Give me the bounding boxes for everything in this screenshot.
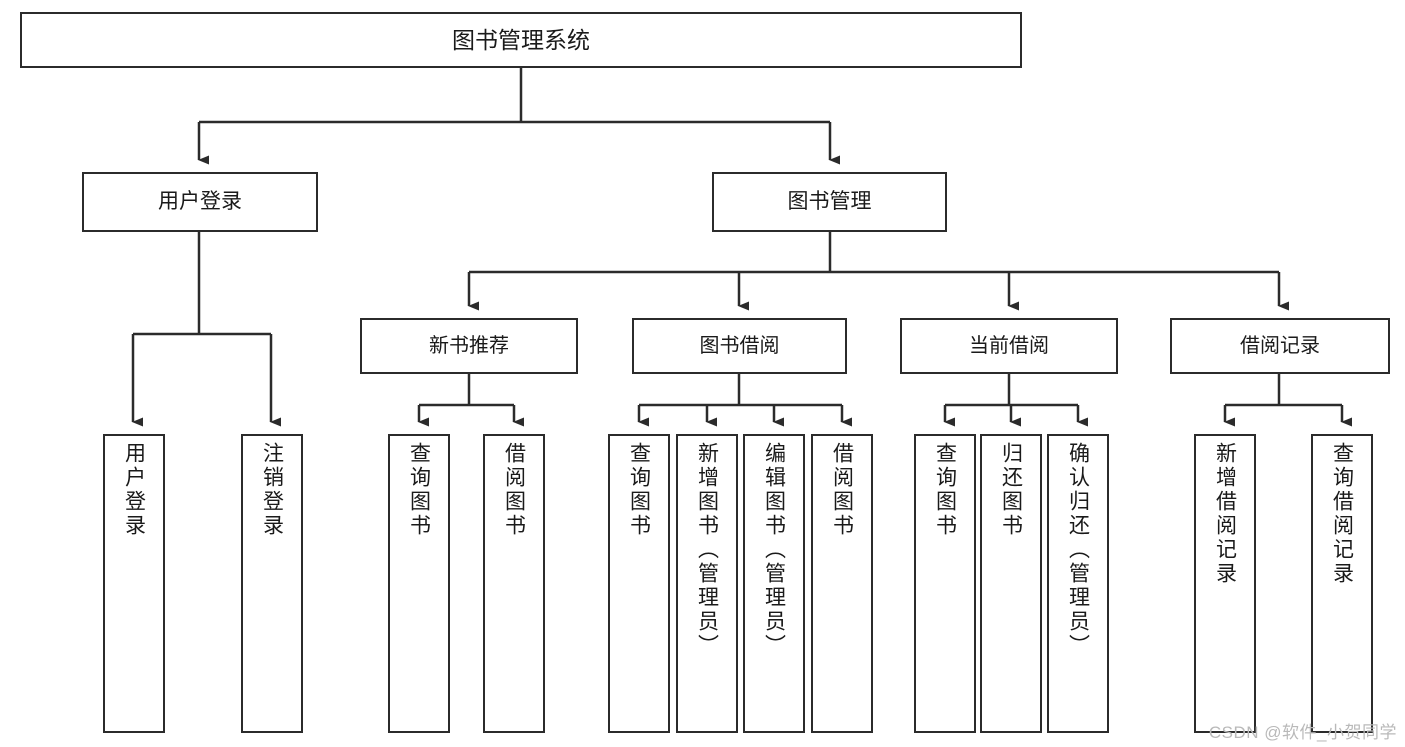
node-current-borrow-label: 当前借阅 <box>969 334 1049 357</box>
node-borrow-record-label: 借阅记录 <box>1240 334 1320 357</box>
node-book-management[interactable]: 图书管理 <box>712 172 947 232</box>
leaf-new-book-borrow[interactable]: 借阅图书 <box>483 434 545 733</box>
leaf-current-query-book[interactable]: 查询图书 <box>914 434 976 733</box>
leaf-new-book-query[interactable]: 查询图书 <box>388 434 450 733</box>
leaf-label: 注销登录 <box>260 442 284 538</box>
leaf-borrow-query-book[interactable]: 查询图书 <box>608 434 670 733</box>
leaf-label: 新增图书（管理员） <box>695 442 719 658</box>
leaf-borrow-edit-book[interactable]: 编辑图书（管理员） <box>743 434 805 733</box>
leaf-label: 用户登录 <box>122 442 146 538</box>
leaf-record-add[interactable]: 新增借阅记录 <box>1194 434 1256 733</box>
watermark-text: CSDN @软件_小贺同学 <box>1208 723 1397 742</box>
leaf-user-login-signin[interactable]: 用户登录 <box>103 434 165 733</box>
node-new-book-recommend-label: 新书推荐 <box>429 334 509 357</box>
node-user-login[interactable]: 用户登录 <box>82 172 318 232</box>
leaf-label: 借阅图书 <box>502 442 526 538</box>
leaf-label: 借阅图书 <box>830 442 854 538</box>
node-borrow-record[interactable]: 借阅记录 <box>1170 318 1390 374</box>
node-book-management-label: 图书管理 <box>787 189 872 213</box>
node-book-borrow-label: 图书借阅 <box>699 334 780 357</box>
leaf-borrow-add-book[interactable]: 新增图书（管理员） <box>676 434 738 733</box>
leaf-label: 新增借阅记录 <box>1213 442 1237 586</box>
leaf-label: 查询图书 <box>933 442 957 538</box>
node-user-login-label: 用户登录 <box>158 189 242 213</box>
node-root-label: 图书管理系统 <box>452 26 590 53</box>
leaf-label: 确认归还（管理员） <box>1066 442 1090 658</box>
leaf-borrow-borrow-book[interactable]: 借阅图书 <box>811 434 873 733</box>
node-current-borrow[interactable]: 当前借阅 <box>900 318 1118 374</box>
leaf-user-login-signout[interactable]: 注销登录 <box>241 434 303 733</box>
leaf-label: 查询图书 <box>407 442 431 538</box>
leaf-record-query[interactable]: 查询借阅记录 <box>1311 434 1373 733</box>
leaf-label: 编辑图书（管理员） <box>762 442 786 658</box>
node-new-book-recommend[interactable]: 新书推荐 <box>360 318 578 374</box>
leaf-label: 归还图书 <box>999 442 1023 538</box>
node-book-borrow[interactable]: 图书借阅 <box>632 318 847 374</box>
leaf-label: 查询图书 <box>627 442 651 538</box>
leaf-current-return-book[interactable]: 归还图书 <box>980 434 1042 733</box>
leaf-label: 查询借阅记录 <box>1330 442 1354 586</box>
node-root[interactable]: 图书管理系统 <box>20 12 1022 68</box>
leaf-current-confirm-return[interactable]: 确认归还（管理员） <box>1047 434 1109 733</box>
